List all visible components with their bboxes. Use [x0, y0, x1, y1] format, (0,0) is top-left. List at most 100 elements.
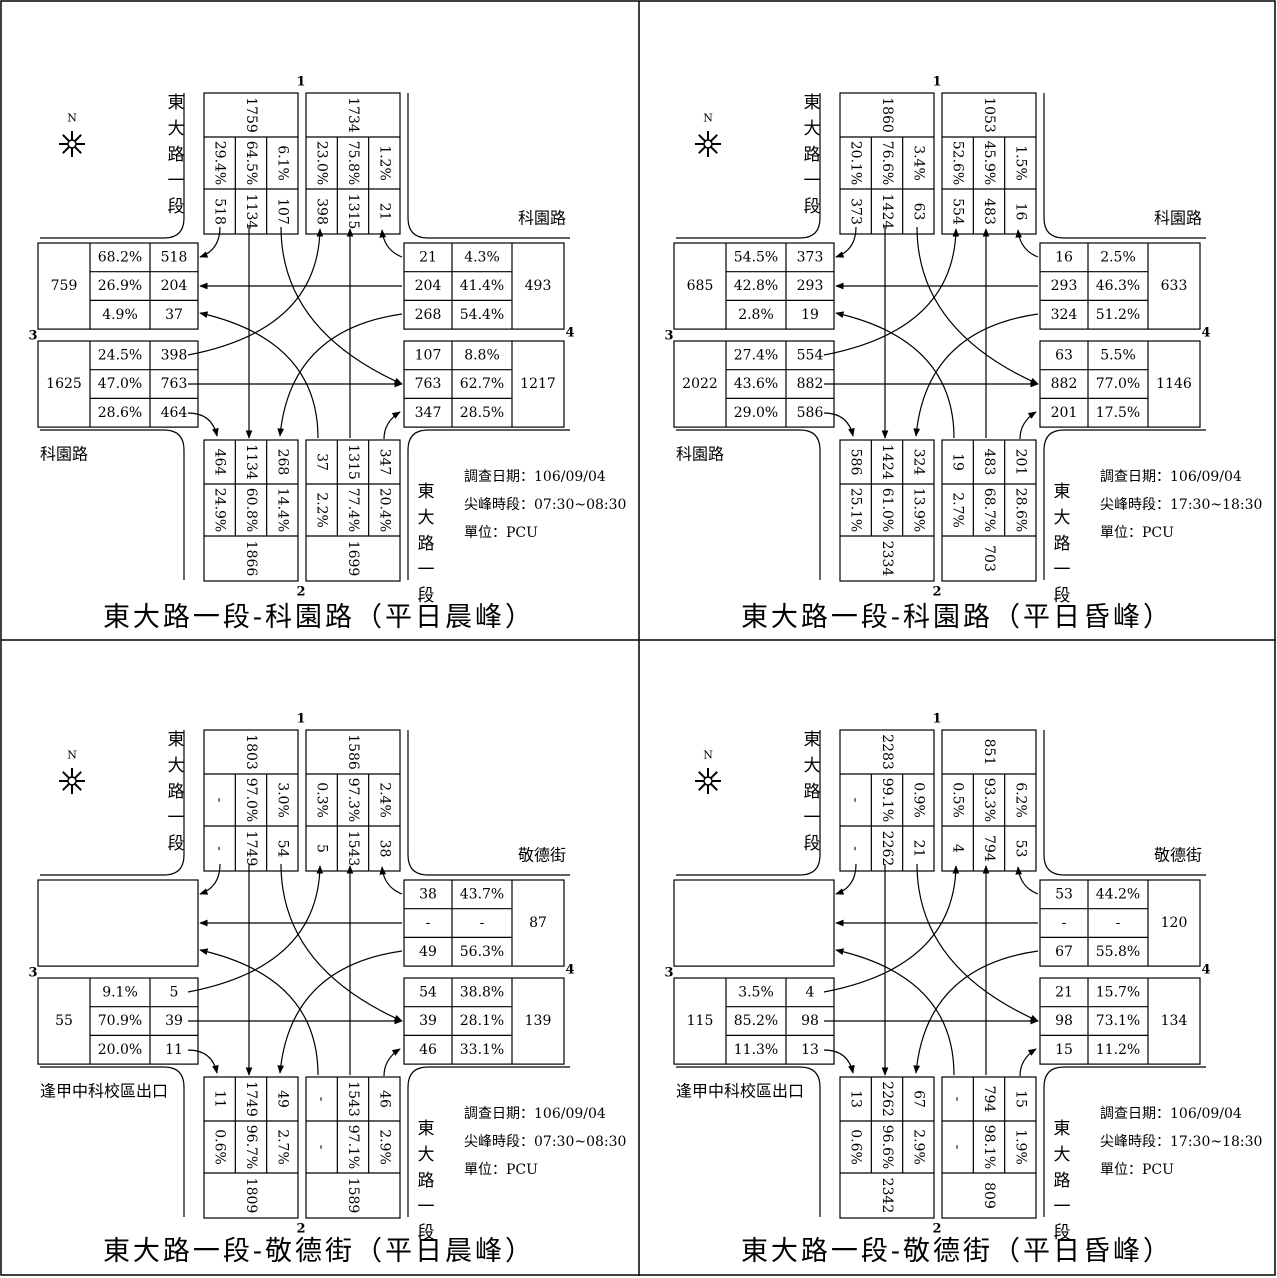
north-inbound-table-frame [203, 92, 299, 235]
road-name-south-char: 路 [418, 534, 435, 554]
north-outbound-table-frame [941, 92, 1037, 235]
north-outbound-table-pct: 52.6% [950, 141, 966, 185]
arrow-s-left [199, 948, 319, 1076]
north-inbound-table-pct: 0.9% [910, 782, 926, 818]
south-outbound-table-pct: 14.4% [274, 488, 290, 532]
north-outbound-table-vol: 1543 [345, 831, 361, 867]
compass-center [703, 776, 713, 786]
road-edge-ne [1043, 93, 1206, 239]
road-name-south-char: 東 [1054, 482, 1071, 502]
south-outbound-table-pct: 2.9% [910, 1129, 926, 1165]
north-outbound-table-total: 851 [981, 739, 997, 766]
west-inbound-table-vol: 763 [161, 376, 188, 392]
north-inbound-table-pct: - [212, 798, 228, 803]
north-inbound-table-pct: 29.4% [212, 141, 228, 185]
west-outbound-table-vol: 518 [161, 249, 188, 265]
north-inbound-table-vol: 1134 [243, 194, 259, 230]
east-inbound-table-pct: 56.3% [460, 944, 504, 960]
survey-info-line: 單位：PCU [1100, 1162, 1174, 1178]
north-inbound-table-pct: - [848, 798, 864, 803]
south-outbound-table-total: 1809 [243, 1178, 259, 1214]
road-edge-nw [40, 93, 185, 239]
north-outbound-table-total: 1053 [981, 97, 997, 133]
north-inbound-table-vol: 54 [274, 840, 290, 858]
north-inbound-table-frame [203, 729, 299, 872]
south-inbound-table-vol: 1315 [345, 444, 361, 480]
approach-label-east: 4 [565, 963, 574, 978]
arrow-n-left [916, 226, 1039, 385]
north-inbound-table-vol: 1749 [243, 831, 259, 867]
compass-center [67, 776, 77, 786]
east-inbound-table-pct: 44.2% [1096, 886, 1140, 902]
east-inbound-table-vol: 16 [1055, 249, 1073, 265]
east-outbound-table-pct: 73.1% [1096, 1013, 1140, 1029]
east-outbound-table-vol: 347 [415, 405, 442, 421]
west-inbound-table-pct: 29.0% [734, 405, 778, 421]
north-outbound-table-pct: 2.4% [376, 782, 392, 818]
road-name-east: 科園路 [518, 209, 566, 228]
north-outbound-table-pct: 75.8% [345, 141, 361, 185]
caption-panel-2: 東大路一段-科園路（平日昏峰） [740, 602, 1174, 633]
road-name-south-char: 段 [418, 1223, 435, 1243]
west-outbound-table-pct: 68.2% [98, 249, 142, 265]
road-name-east: 敬德街 [518, 846, 566, 865]
south-inbound-table-total: 1699 [345, 541, 361, 577]
south-outbound-table-vol: 11 [212, 1090, 228, 1108]
arrow-n-right [835, 226, 857, 258]
east-outbound-table-vol: 39 [419, 1013, 437, 1029]
west-outbound-table-frame [37, 879, 199, 967]
road-edges [40, 730, 570, 1217]
approach-label-west: 3 [664, 966, 673, 981]
south-inbound-table-vol: 201 [1012, 449, 1028, 476]
compass-north-label: N [67, 112, 77, 125]
east-inbound-table-pct: - [1116, 915, 1121, 931]
east-outbound-table-vol: 107 [415, 347, 442, 363]
road-name-west: 逢甲中科校區出口 [40, 1082, 168, 1101]
south-inbound-table-vol: - [950, 1097, 966, 1102]
south-outbound-table-pct: 13.9% [910, 488, 926, 532]
south-inbound-table-frame [941, 1076, 1037, 1219]
north-inbound-table-vol: - [848, 846, 864, 851]
road-edge-nw [40, 730, 185, 876]
west-inbound-table-vol: 13 [801, 1042, 819, 1058]
south-inbound-table-vol: 37 [314, 453, 330, 471]
west-inbound-table-vol: 554 [797, 347, 824, 363]
north-outbound-table-vol: 398 [314, 198, 330, 225]
east-outbound-table-pct: 5.5% [1100, 347, 1136, 363]
arrow-w-right [187, 1049, 219, 1074]
road-edges [676, 730, 1206, 1217]
west-inbound-table-pct: 24.5% [98, 347, 142, 363]
road-name-east: 科園路 [1154, 209, 1202, 228]
south-inbound-table-total: 809 [981, 1182, 997, 1209]
west-inbound-table-vol: 39 [165, 1013, 183, 1029]
west-outbound-table-pct: 26.9% [98, 278, 142, 294]
south-outbound-table-vol: 268 [274, 449, 290, 476]
east-outbound-table-pct: 15.7% [1096, 984, 1140, 1000]
road-name-north-char: 路 [804, 782, 821, 802]
arrow-e-right [379, 866, 403, 895]
arrow-s-right [383, 1048, 401, 1077]
south-outbound-table-frame [839, 439, 935, 582]
north-outbound-table-vol: 21 [376, 203, 392, 221]
east-inbound-table-vol: 324 [1051, 307, 1078, 323]
compass-north-label: N [703, 749, 713, 762]
road-name-west: 逢甲中科校區出口 [676, 1082, 804, 1101]
west-inbound-table-total: 2022 [682, 376, 718, 392]
north-inbound-table-pct: 20.1% [848, 141, 864, 185]
west-inbound-table-vol: 398 [161, 347, 188, 363]
road-name-north-char: 一 [804, 808, 821, 828]
west-inbound-table-vol: 882 [797, 376, 824, 392]
road-edge-se [1043, 429, 1206, 580]
west-inbound-table-pct: 3.5% [738, 984, 774, 1000]
arrow-w-left [187, 865, 324, 993]
east-outbound-table-vol: 763 [415, 376, 442, 392]
west-outbound-table-pct: 2.8% [738, 307, 774, 323]
east-outbound-table-vol: 54 [419, 984, 437, 1000]
east-outbound-table-pct: 8.8% [464, 347, 500, 363]
south-outbound-table-frame [203, 439, 299, 582]
north-outbound-table-pct: 1.5% [1012, 145, 1028, 181]
north-outbound-table-pct: 45.9% [981, 141, 997, 185]
north-outbound-table-frame [305, 92, 401, 235]
road-name-south-char: 段 [418, 586, 435, 606]
